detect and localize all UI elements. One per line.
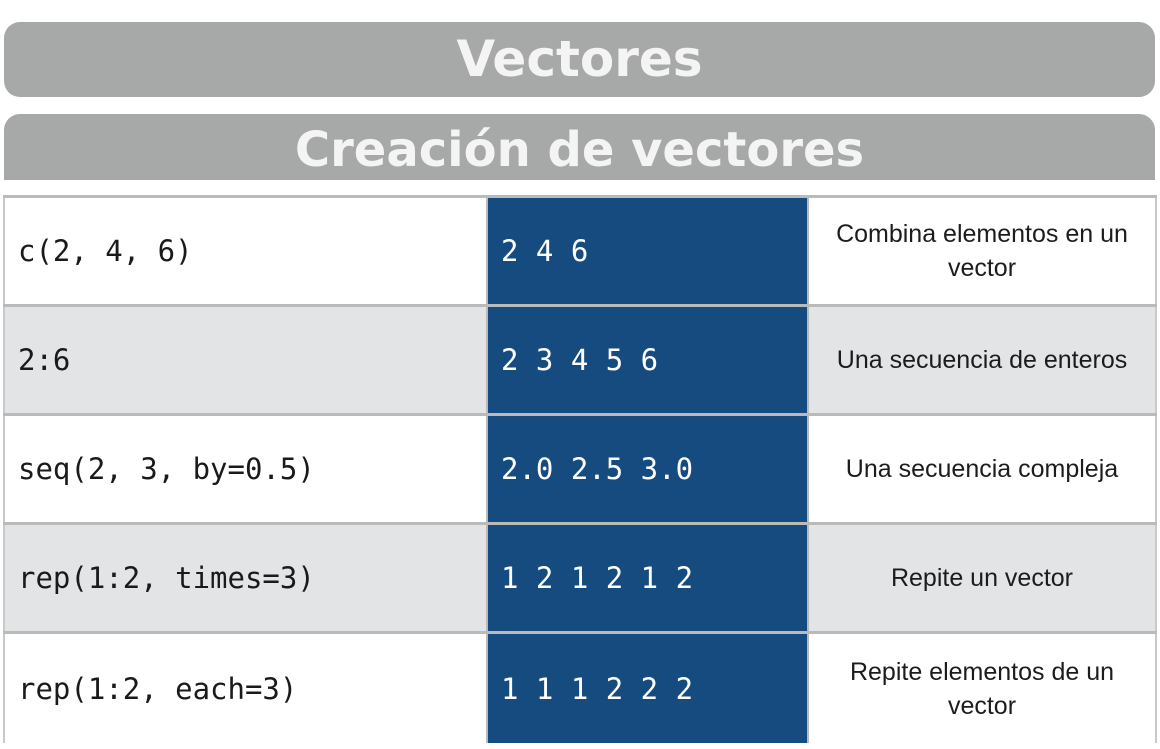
section-title: Creación de vectores	[4, 114, 1155, 180]
result-cell: 1 1 1 2 2 2	[486, 634, 809, 743]
table-row: 2:6 2 3 4 5 6 Una secuencia de enteros	[3, 307, 1157, 416]
description-cell: Repite un vector	[809, 525, 1157, 631]
description-cell: Una secuencia compleja	[809, 416, 1157, 522]
code-cell: seq(2, 3, by=0.5)	[3, 416, 486, 522]
table-row: seq(2, 3, by=0.5) 2.0 2.5 3.0 Una secuen…	[3, 416, 1157, 525]
table-row: rep(1:2, each=3) 1 1 1 2 2 2 Repite elem…	[3, 634, 1157, 743]
description-cell: Repite elementos de un vector	[809, 634, 1157, 743]
result-cell: 2 4 6	[486, 198, 809, 304]
vector-creation-table: c(2, 4, 6) 2 4 6 Combina elementos en un…	[3, 195, 1157, 746]
table-row: c(2, 4, 6) 2 4 6 Combina elementos en un…	[3, 198, 1157, 307]
code-cell: rep(1:2, each=3)	[3, 634, 486, 743]
code-cell: rep(1:2, times=3)	[3, 525, 486, 631]
result-cell: 1 2 1 2 1 2	[486, 525, 809, 631]
table-row: rep(1:2, times=3) 1 2 1 2 1 2 Repite un …	[3, 525, 1157, 634]
result-cell: 2.0 2.5 3.0	[486, 416, 809, 522]
description-cell: Combina elementos en un vector	[809, 198, 1157, 304]
description-cell: Una secuencia de enteros	[809, 307, 1157, 413]
code-cell: c(2, 4, 6)	[3, 198, 486, 304]
code-cell: 2:6	[3, 307, 486, 413]
page-title: Vectores	[4, 22, 1155, 97]
result-cell: 2 3 4 5 6	[486, 307, 809, 413]
